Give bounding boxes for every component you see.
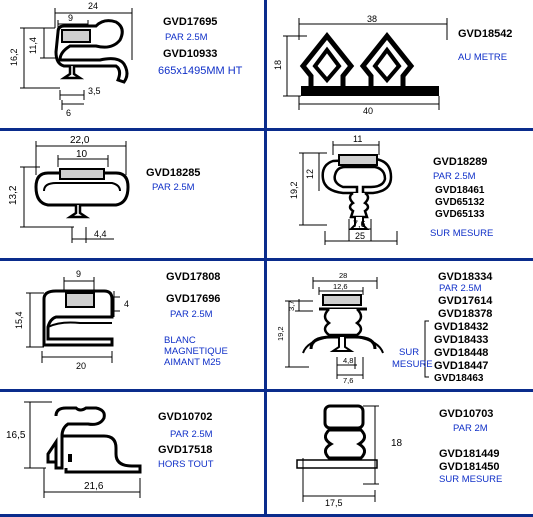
product-code: GVD18289 <box>433 156 488 168</box>
dim-label: 19,2 <box>289 181 299 199</box>
product-note: PAR 2.5M <box>433 171 476 182</box>
product-code: GVD18463 <box>434 373 484 384</box>
gasket-profile-drawing: 18 17,5 <box>296 404 403 508</box>
dim-label: 4,4 <box>94 229 107 239</box>
gasket-cell-gvd18542: 38 18 40 GVD18542 AU METRE <box>267 0 533 128</box>
gasket-cell-gvd17808: 9 4 15,4 20 GVD17808 GVD17696 PAR 2.5M B… <box>0 261 264 389</box>
dim-label: 12,6 <box>333 282 348 291</box>
grid-divider-row-3 <box>0 389 533 392</box>
gasket-cell-gvd10702: 16,5 21,6 GVD10702 PAR 2.5M GVD17518 HOR… <box>0 392 264 514</box>
gasket-profile-drawing: 9 4 15,4 20 <box>14 269 129 371</box>
product-code: GVD18448 <box>434 347 489 359</box>
dim-label: 4,8 <box>343 356 353 365</box>
dim-label: 9 <box>76 269 81 279</box>
dim-label: 12 <box>305 169 315 179</box>
dim-label: 3,5 <box>88 86 101 96</box>
product-code: GVD17614 <box>438 295 493 307</box>
dim-label: 17,5 <box>325 498 343 508</box>
dim-label: 6 <box>66 108 71 118</box>
gasket-profile-drawing: 11 19,2 12 7,6 25 <box>289 134 398 245</box>
dim-label: 28 <box>339 271 347 280</box>
dim-label: 13,2 <box>8 185 19 205</box>
product-note: BLANC <box>164 335 196 346</box>
gasket-profile-drawing: 22,0 10 13,2 4,4 <box>8 135 130 243</box>
product-note: PAR 2.5M <box>439 283 482 294</box>
product-code: GVD181449 <box>439 448 500 460</box>
gasket-profile-drawing: 28 12,6 3,7 19,2 4,8 7,6 <box>276 271 429 385</box>
product-note: PAR 2.5M <box>165 32 208 43</box>
dim-label: 7,6 <box>343 376 353 385</box>
dim-label: 21,6 <box>84 481 104 492</box>
dim-label: 16,5 <box>6 430 26 441</box>
product-code: GVD18432 <box>434 321 489 333</box>
dim-label: 18 <box>273 60 283 70</box>
product-code: GVD65133 <box>435 209 485 220</box>
dim-label: 11 <box>353 134 362 144</box>
grid-divider-row-2 <box>0 258 533 261</box>
side-note: MESURE <box>392 359 433 370</box>
product-code: GVD18285 <box>146 167 201 179</box>
product-code: GVD18447 <box>434 360 489 372</box>
product-code: GVD10933 <box>163 48 218 60</box>
dim-label: 3,7 <box>287 301 296 311</box>
gasket-cell-gvd18285: 22,0 10 13,2 4,4 GVD18285 PAR 2.5M <box>0 131 264 258</box>
dim-label: 38 <box>367 14 377 24</box>
side-note: SUR <box>399 347 420 358</box>
product-note: AU METRE <box>458 52 508 63</box>
grid-divider-row-1 <box>0 128 533 131</box>
dim-label: 11,4 <box>28 37 38 54</box>
dim-label: 18 <box>391 438 403 449</box>
dim-label: 9 <box>68 13 73 23</box>
product-note: SUR MESURE <box>430 228 494 239</box>
product-code: GVD18542 <box>458 28 513 40</box>
product-note: PAR 2M <box>453 423 488 434</box>
product-note: 665x1495MM HT <box>158 65 243 77</box>
product-code: GVD10702 <box>158 411 213 423</box>
dim-label: 4 <box>124 299 129 309</box>
grid-divider-bottom <box>0 514 533 517</box>
dim-label: 40 <box>363 106 373 116</box>
product-code: GVD17695 <box>163 16 218 28</box>
dim-label: 24 <box>88 1 98 11</box>
product-code: GVD10703 <box>439 408 494 420</box>
product-note: AIMANT M25 <box>164 357 221 368</box>
product-code: GVD17808 <box>166 271 221 283</box>
product-code: GVD18433 <box>434 334 489 346</box>
product-note: PAR 2.5M <box>170 429 213 440</box>
gasket-cell-gvd18334: 28 12,6 3,7 19,2 4,8 7,6 GVD18334 PAR 2.… <box>267 261 533 389</box>
product-note: MAGNETIQUE <box>164 346 228 357</box>
gasket-cell-gvd17695: 24 9 11,4 16,2 3,5 6 GVD17695 PAR 2.5M G… <box>0 0 264 128</box>
gasket-profile-drawing: 38 18 40 <box>273 14 448 116</box>
dim-label: 16,2 <box>9 48 19 66</box>
product-code: GVD181450 <box>439 461 500 473</box>
product-code: GVD18461 <box>435 185 485 196</box>
dim-label: 25 <box>355 231 365 241</box>
product-note: PAR 2.5M <box>170 309 213 320</box>
dim-label: 22,0 <box>70 135 90 146</box>
product-code: GVD18378 <box>438 308 493 320</box>
dim-label: 7,6 <box>353 219 366 229</box>
product-code: GVD17518 <box>158 444 213 456</box>
product-code: GVD18334 <box>438 271 493 283</box>
dim-label: 20 <box>76 361 86 371</box>
dim-label: 10 <box>76 149 88 160</box>
product-note: HORS TOUT <box>158 459 214 470</box>
product-code: GVD65132 <box>435 197 485 208</box>
product-note: PAR 2.5M <box>152 182 195 193</box>
gasket-profile-drawing: 16,5 21,6 <box>6 401 142 498</box>
gasket-cell-gvd10703: 18 17,5 GVD10703 PAR 2M GVD181449 GVD181… <box>267 392 533 514</box>
gasket-profile-drawing: 24 9 11,4 16,2 3,5 6 <box>9 1 133 118</box>
product-note: SUR MESURE <box>439 474 503 485</box>
dim-label: 15,4 <box>14 311 24 329</box>
product-code: GVD17696 <box>166 293 221 305</box>
gasket-cell-gvd18289: 11 19,2 12 7,6 25 GVD18289 PAR 2.5M GVD1… <box>267 131 533 258</box>
dim-label: 19,2 <box>276 326 285 341</box>
